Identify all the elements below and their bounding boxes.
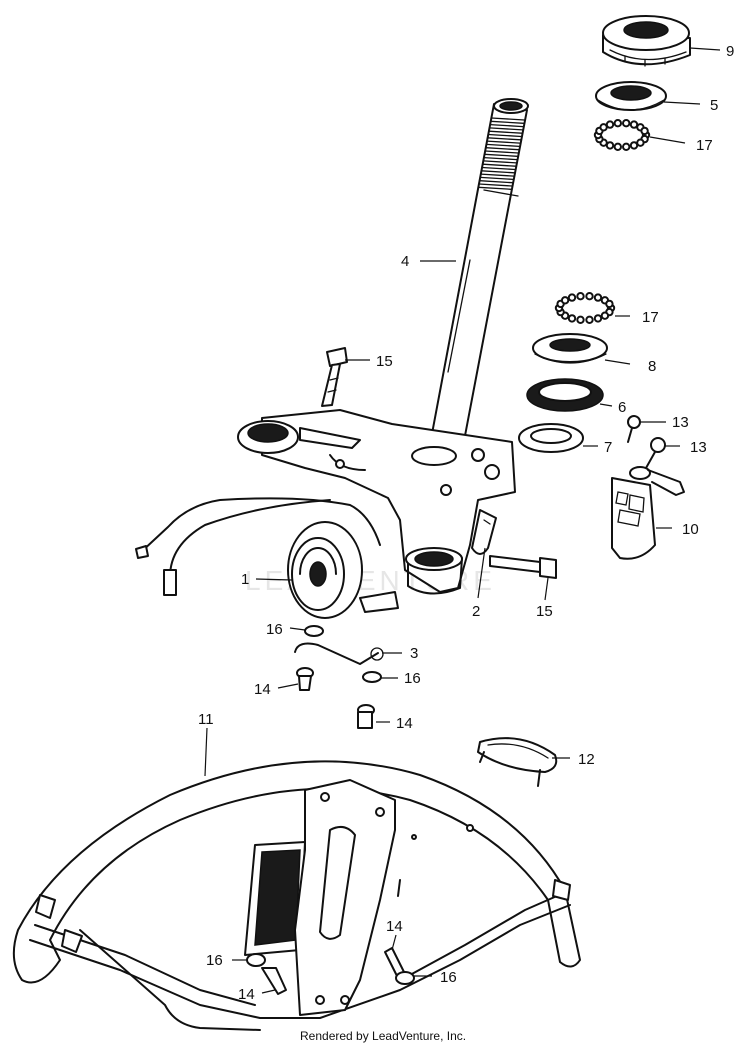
steel-ball [613,119,622,128]
part-14-bolt-b[interactable] [357,704,375,729]
part-16-washer-b[interactable] [362,671,382,683]
callout-14-c: 14 [386,918,403,935]
callout-4: 4 [401,253,409,270]
part-4-steering-stem[interactable] [427,98,529,463]
stem-thread [487,133,522,138]
stem-thread [485,143,521,148]
part-16-washer-a[interactable] [304,625,324,637]
part-6-dust-seal[interactable] [526,378,604,412]
steel-ball [567,314,577,323]
leader-lines [204,47,721,994]
part-5-cone-race[interactable] [595,81,667,111]
part-17-steel-balls-top[interactable] [593,119,651,152]
stem-thread [490,120,525,124]
stem-thread [483,153,519,157]
callout-9: 9 [726,43,734,60]
stem-thread [479,176,514,181]
callout-16-d: 16 [440,969,457,986]
callout-12: 12 [578,751,595,768]
callout-15-top: 15 [376,353,393,370]
steel-ball [600,311,610,320]
steel-ball [605,120,615,129]
steel-ball [567,293,577,302]
part-14-bolt-c[interactable] [261,967,287,995]
steel-ball [585,315,594,324]
stem-thread [483,156,518,161]
part-10-steering-lock[interactable] [611,466,685,560]
part-8-bottom-cone-race[interactable] [532,333,608,364]
steel-ball [613,142,622,152]
stem-thread [486,140,521,144]
part-3-spring[interactable] [294,642,384,665]
stem-thread [488,130,523,134]
stem-thread [482,160,517,164]
stem-thread [478,183,513,187]
part-16-washer-d[interactable] [395,971,415,985]
part-9-stem-top-cone[interactable] [602,15,691,67]
stem-thread [485,147,520,151]
callout-6: 6 [618,399,626,416]
callout-16-c: 16 [206,952,223,969]
part-17-steel-balls-bottom[interactable] [554,292,616,324]
callout-17-lower: 17 [642,309,659,326]
steering-bottom-bridge[interactable] [237,409,516,595]
callout-15-bottom: 15 [536,603,553,620]
stem-thread [481,166,516,171]
callout-7: 7 [604,439,612,456]
callout-17-top: 17 [696,137,713,154]
callout-2: 2 [472,603,480,620]
part-7-washer[interactable] [518,423,584,453]
callout-1: 1 [241,571,249,588]
stem-thread [480,173,515,177]
part-2-wire-clamp[interactable] [471,509,497,555]
steel-ball [622,142,631,152]
stem-thread [490,117,526,121]
stem-thread [480,170,516,174]
callout-10: 10 [682,521,699,538]
callout-11: 11 [198,711,214,728]
stem-thread [486,137,522,141]
callout-8: 8 [648,358,656,375]
part-13-key-b[interactable] [645,437,666,469]
stem-thread [484,150,519,154]
steel-ball [593,293,603,302]
stem-thread [478,180,514,184]
part-14-bolt-a[interactable] [296,667,314,691]
credit-footer: Rendered by LeadVenture, Inc. [300,1029,466,1043]
part-12-fender-emblem[interactable] [477,737,558,787]
steel-ball [629,141,639,150]
callout-16-b: 16 [404,670,421,687]
steel-ball [593,314,603,323]
stem-thread [482,163,517,167]
part-15-bolt-top[interactable] [321,347,348,407]
stem-thread [489,123,524,128]
callout-13-b: 13 [690,439,707,456]
part-1-horn[interactable] [135,497,399,619]
callout-5: 5 [710,97,718,114]
part-15-bolt-bottom[interactable] [489,555,557,579]
steel-ball [622,119,631,128]
steel-ball [605,299,614,309]
stem-thread [477,186,512,190]
callout-16-a: 16 [266,621,283,638]
callout-labels: 9 5 17 4 17 15 8 6 13 7 13 10 1 2 15 16 … [198,43,734,1003]
part-13-key-a[interactable] [627,415,641,443]
callout-14-d: 14 [238,986,255,1003]
part-11-front-fender[interactable] [12,760,581,1031]
part-16-washer-c[interactable] [246,953,266,967]
steel-ball [585,292,594,301]
callout-14-b: 14 [396,715,413,732]
stem-thread [488,127,524,131]
steel-ball [560,296,570,305]
callout-3: 3 [410,645,418,662]
steel-ball [576,315,585,324]
callout-13-a: 13 [672,414,689,431]
callout-14-a: 14 [254,681,271,698]
steel-ball [640,126,649,136]
steel-ball [576,292,585,301]
